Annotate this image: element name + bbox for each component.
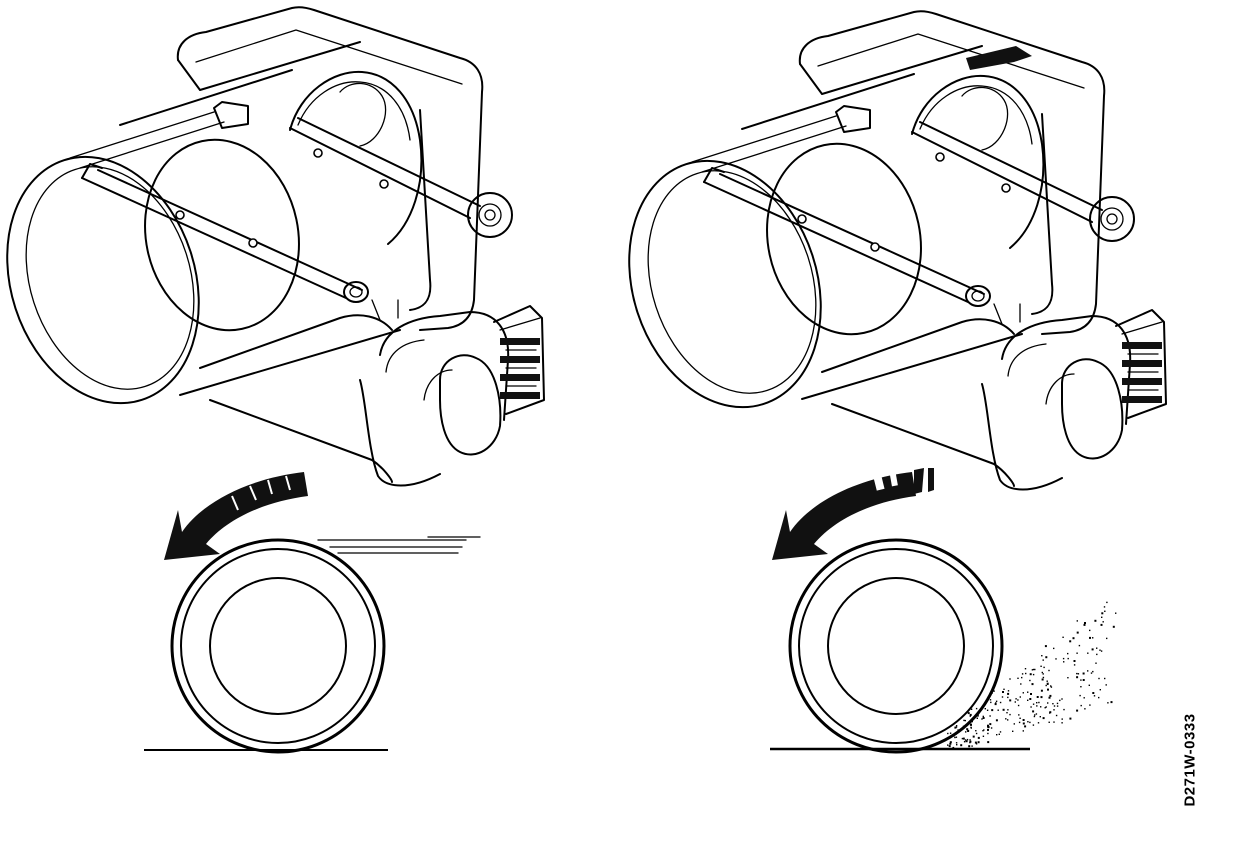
right-rotation-arrow <box>772 463 934 560</box>
left-motion-lines <box>317 536 481 554</box>
right-panel <box>597 10 1167 754</box>
left-panel <box>0 6 546 754</box>
right-return-arrow <box>966 46 1032 70</box>
left-rotation-arrow <box>164 472 308 560</box>
figure-code: D271W-0333 <box>1181 713 1199 807</box>
right-throttle-body <box>597 10 1167 491</box>
right-wheel <box>788 538 1004 754</box>
left-wheel <box>170 538 386 754</box>
right-wheel-spray <box>947 601 1117 749</box>
left-throttle-body <box>0 6 546 487</box>
